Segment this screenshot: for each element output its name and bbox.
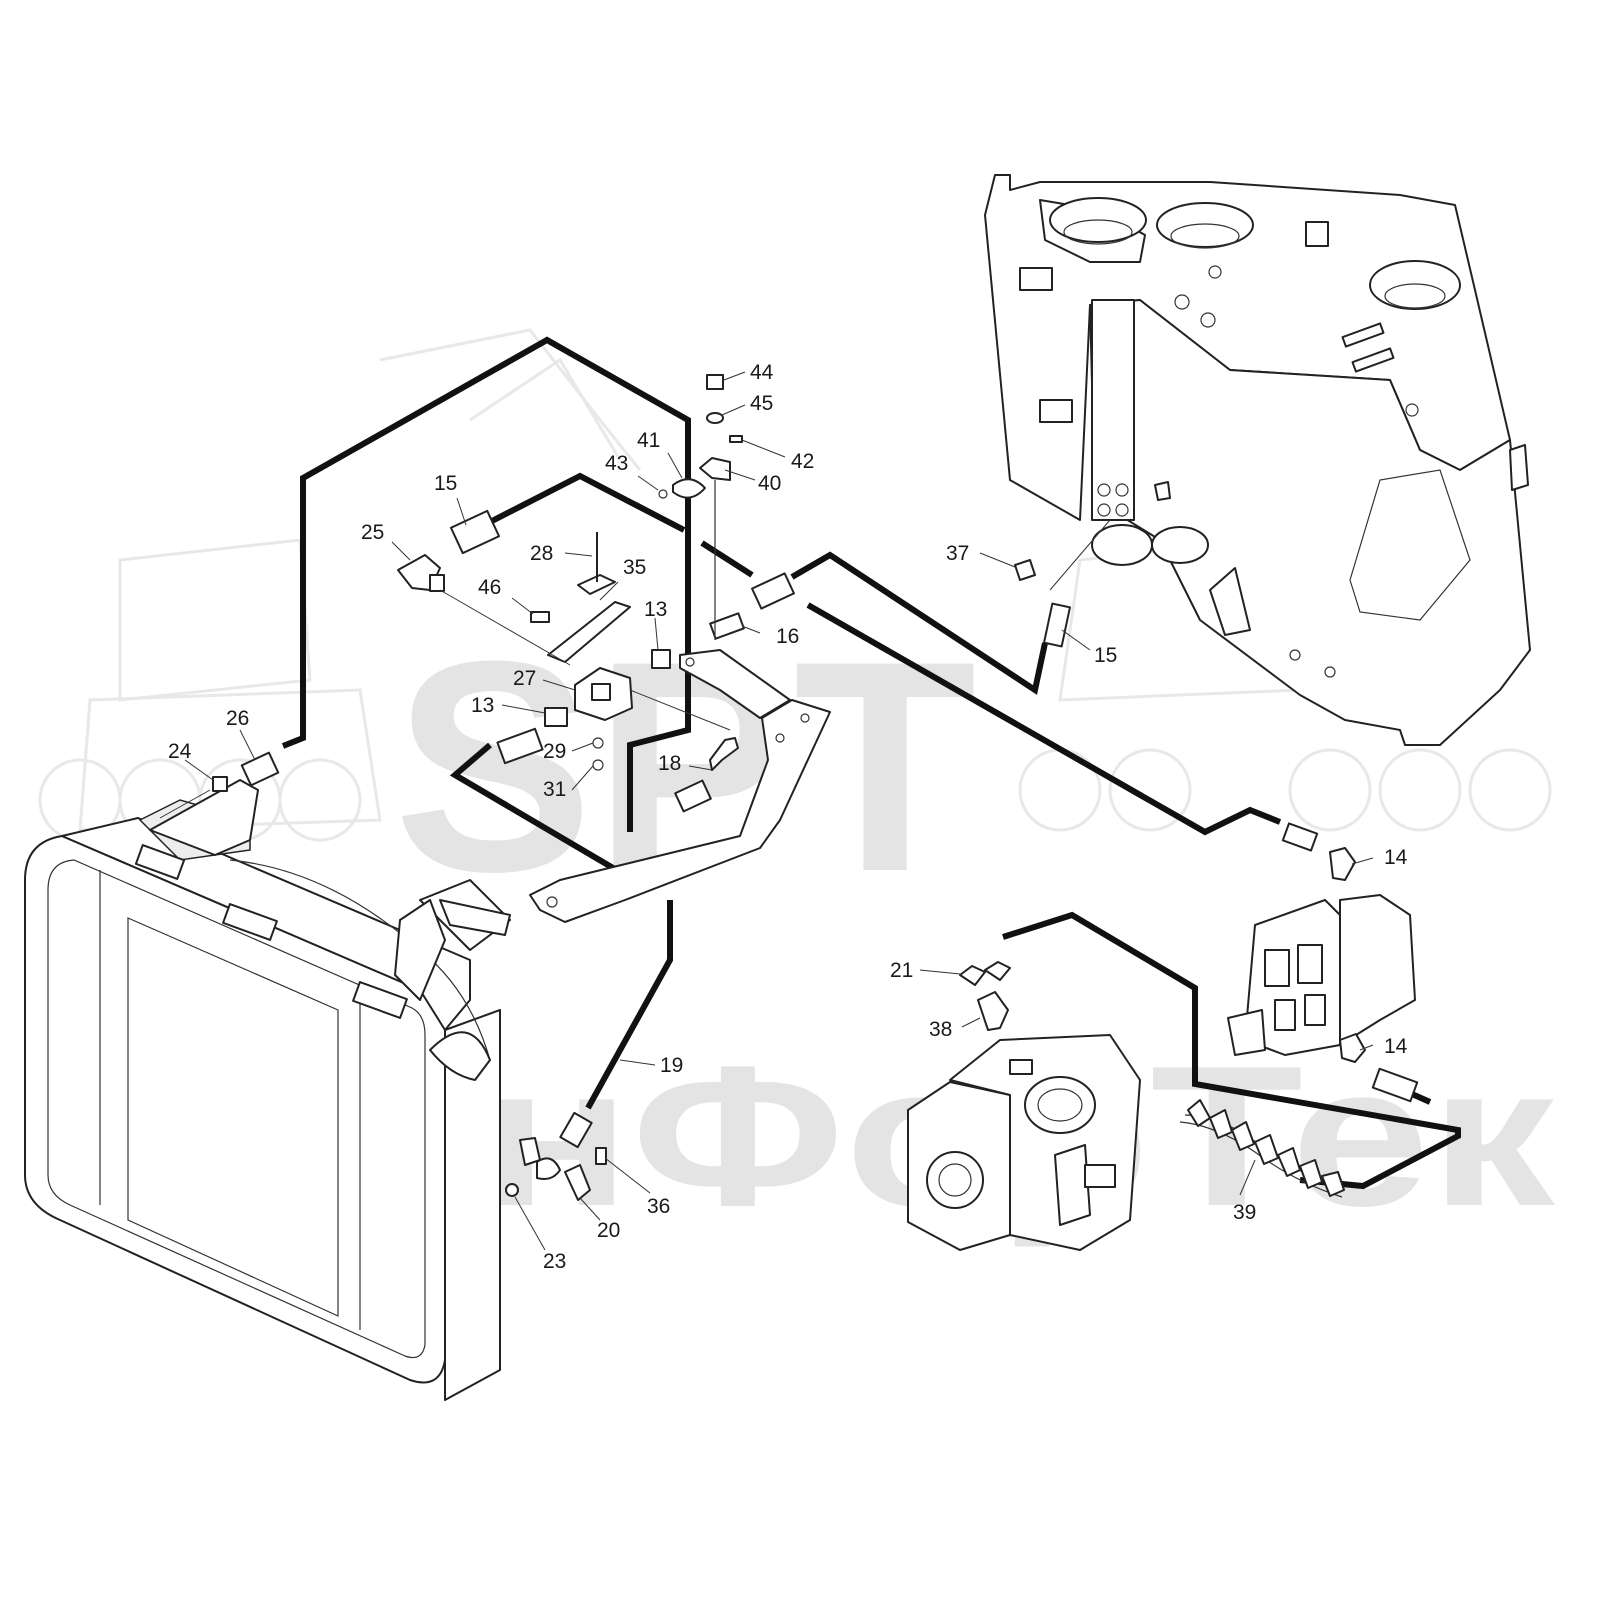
hydraulic-pump (907, 961, 1141, 1251)
hose-19 (585, 900, 673, 1110)
callout-13-lower: 13 (471, 694, 494, 717)
callout-27: 27 (513, 667, 536, 690)
mounting-bracket (529, 649, 831, 923)
leader-lines (159, 371, 1374, 1251)
clamp-assembly (658, 374, 743, 640)
hose-guard-spiral (1179, 1099, 1346, 1198)
callout-15-upper: 15 (434, 472, 457, 495)
hose-lines (281, 336, 1461, 1190)
callout-19: 19 (660, 1054, 683, 1077)
machine-frame (984, 174, 1531, 746)
callout-31: 31 (543, 778, 566, 801)
callout-28: 28 (530, 542, 553, 565)
callout-44: 44 (750, 361, 774, 384)
callout-39: 39 (1233, 1201, 1256, 1224)
callout-16: 16 (776, 625, 799, 648)
callout-26: 26 (226, 707, 249, 730)
radiator-cooler-assembly (24, 779, 511, 1401)
hose-frame-feed (790, 551, 1048, 695)
hose-segment-dash (700, 540, 754, 578)
callout-41: 41 (637, 429, 660, 452)
callout-35: 35 (623, 556, 646, 579)
hose-return-upper (281, 336, 691, 832)
callout-14-upper: 14 (1384, 846, 1408, 869)
callout-13-upper: 13 (644, 598, 667, 621)
hose-pump-to-motor (1002, 911, 1461, 1190)
callout-15-right: 15 (1094, 644, 1117, 667)
callout-46: 46 (478, 576, 501, 599)
callout-37: 37 (946, 542, 969, 565)
callout-25: 25 (361, 521, 384, 544)
valve-block-group (212, 509, 795, 813)
callout-45: 45 (750, 392, 773, 415)
callout-20: 20 (597, 1219, 620, 1242)
callout-40: 40 (758, 472, 781, 495)
hose-upper-loop (488, 472, 686, 533)
hose-to-motor (806, 602, 1282, 836)
callout-36: 36 (647, 1195, 670, 1218)
hydraulic-motor (1227, 822, 1419, 1103)
callout-29: 29 (543, 740, 566, 763)
callout-14-lower: 14 (1384, 1035, 1408, 1058)
callout-23: 23 (543, 1250, 566, 1273)
callout-43: 43 (605, 452, 628, 475)
callout-labels: 44 45 41 42 43 40 15 25 28 35 46 13 16 2… (168, 361, 1408, 1273)
callout-24: 24 (168, 740, 192, 763)
hose-lower-left (449, 742, 627, 878)
hose-motor-end (1410, 1091, 1432, 1105)
misc-fittings (505, 481, 1171, 1201)
callout-18: 18 (658, 752, 681, 775)
callout-42: 42 (791, 450, 814, 473)
callout-21: 21 (890, 959, 913, 982)
callout-38: 38 (929, 1018, 952, 1041)
